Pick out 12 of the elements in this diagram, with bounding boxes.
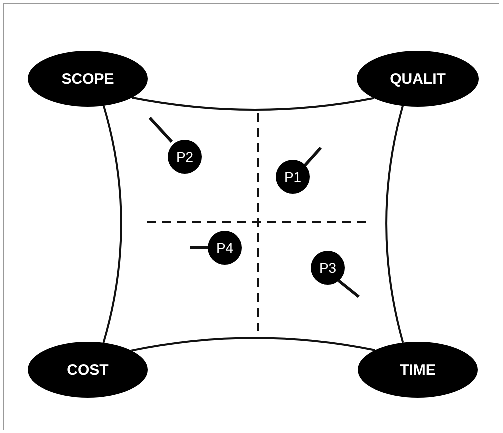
point-marker: P2 [168, 140, 202, 174]
connector-line [102, 106, 122, 344]
ellipse-node: QUALIT [357, 51, 479, 107]
ellipse-node: TIME [358, 342, 478, 398]
connector-line [131, 337, 376, 352]
connector-line [132, 96, 374, 112]
ellipse-node: COST [28, 342, 148, 398]
ellipse-node: SCOPE [28, 51, 148, 107]
point-marker: P4 [208, 231, 242, 265]
point-marker: P1 [276, 160, 310, 194]
point-marker: P3 [311, 251, 345, 285]
connector-line [386, 106, 404, 344]
